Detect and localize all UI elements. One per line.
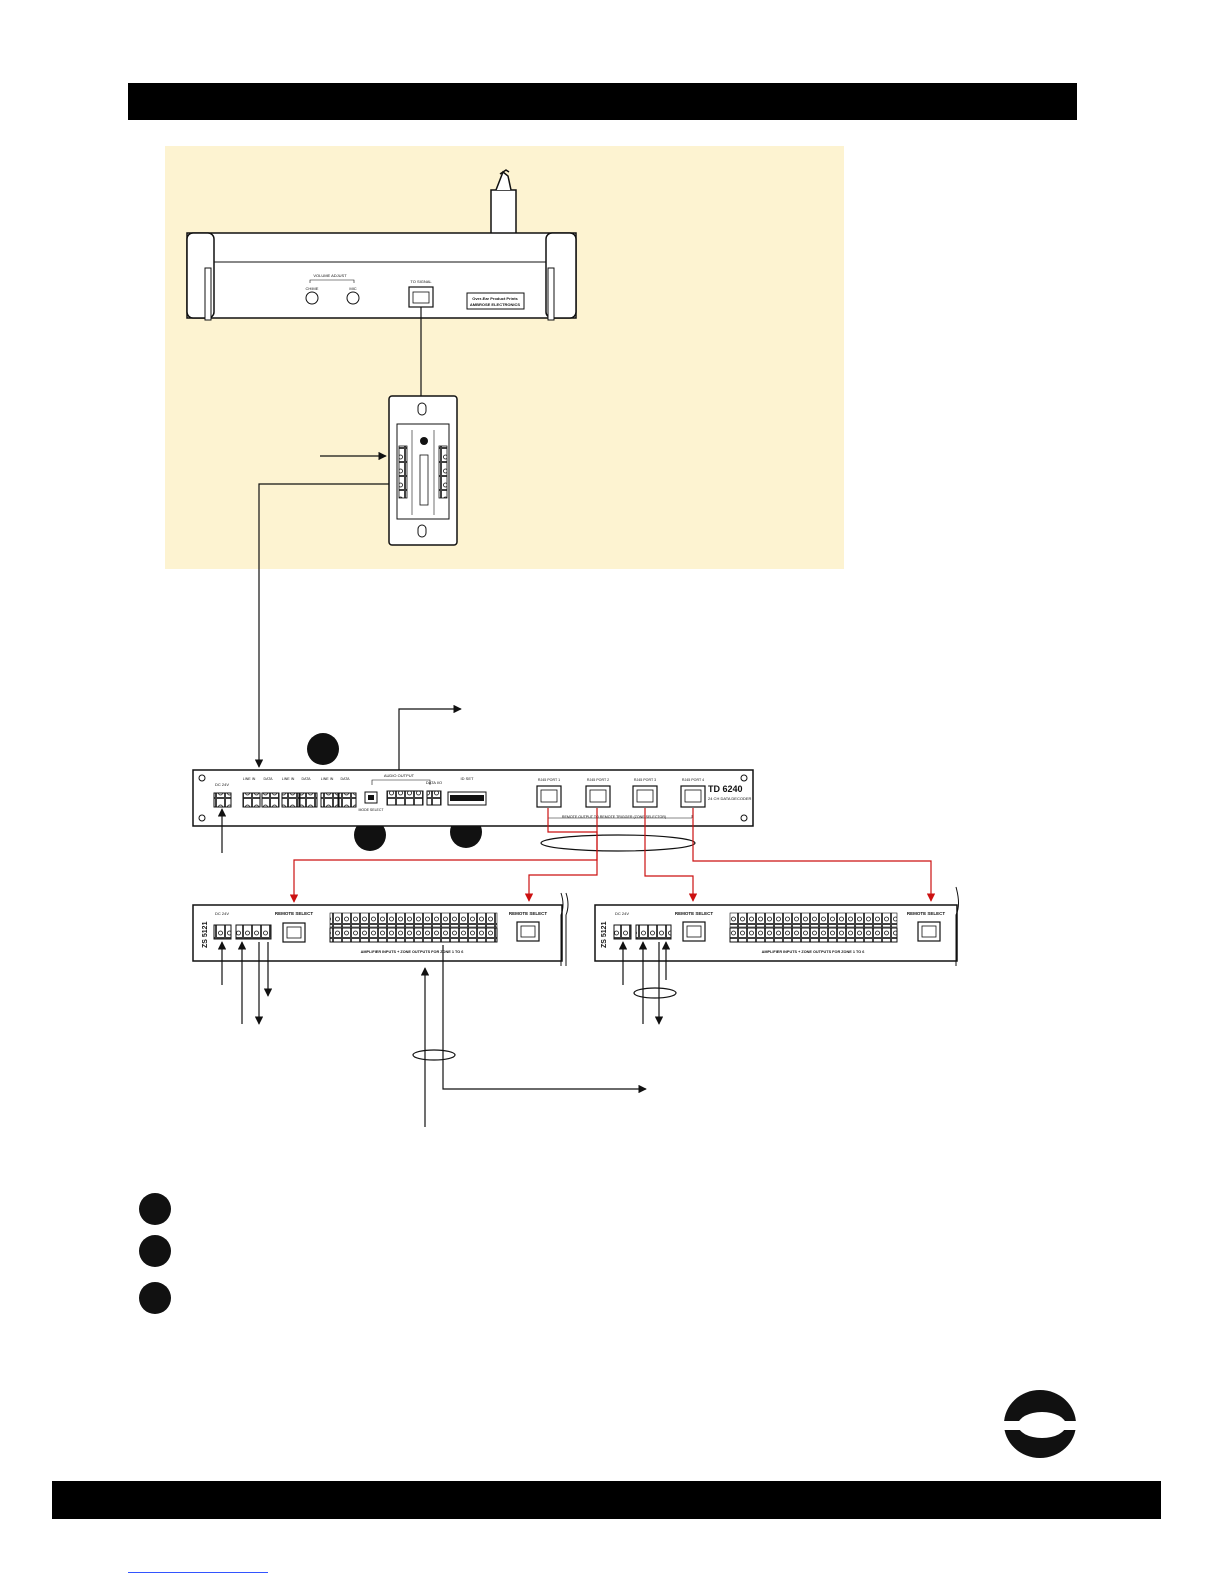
zs2-model: ZS 5121 <box>601 921 608 948</box>
zs1-dc-label: DC 24V <box>215 911 229 916</box>
zs1-wiring <box>217 941 647 1127</box>
wallplate-to-amplifier-cable <box>254 483 389 768</box>
amp-port-label-2: RJ45 PORT 2 <box>587 778 609 782</box>
amp-switch-label: MODE SELECT <box>358 808 384 812</box>
zs2-power-terminal[interactable] <box>613 924 632 940</box>
zs1-power-terminal[interactable] <box>213 924 232 940</box>
zs2-bus-terminal[interactable] <box>635 924 672 940</box>
amp-rj45-socket-1 <box>540 789 558 803</box>
wallplate-pot-icon <box>420 437 428 445</box>
amp-power-terminal[interactable] <box>213 792 232 808</box>
amp-input-label-0: LINE IN <box>243 777 256 781</box>
audio-output-arrow <box>398 704 462 775</box>
remote-select-links <box>289 808 936 903</box>
footer-link-underline <box>128 1572 268 1573</box>
amp-input-label-3: DATA <box>301 777 311 781</box>
zs1-remote-select-right: REMOTE SELECT <box>509 911 548 916</box>
amp-cable-bundle <box>540 834 696 852</box>
mic-volume-knob[interactable] <box>346 291 360 305</box>
zs2-zone-terminals[interactable] <box>729 927 898 943</box>
zs2-remote-select-left: REMOTE SELECT <box>675 911 714 916</box>
legend-circle-1 <box>139 1193 171 1225</box>
amp-dip-label: ID SET <box>461 776 474 781</box>
knob-chime-label: CHIME <box>306 286 319 291</box>
wall-interface-plate <box>388 395 458 546</box>
amp-output-terminal[interactable] <box>386 790 424 806</box>
amp-rj45-socket-3 <box>636 789 654 803</box>
zs2-wiring <box>618 941 677 1025</box>
legend-circle-2 <box>139 1235 171 1267</box>
legend-circle-3 <box>139 1282 171 1314</box>
amp-input-terminal-3[interactable] <box>299 792 318 808</box>
paging-station: VOLUME ADJUST CHIME MIC TO SIGNAL Over-E… <box>186 169 577 321</box>
callout-circle-2 <box>354 819 386 851</box>
amp-model-label: TD 6240 <box>708 784 743 794</box>
amp-input-label-1: DATA <box>263 777 273 781</box>
zs1-zone-terminals[interactable] <box>329 927 498 943</box>
amp-data-terminal[interactable] <box>426 790 442 806</box>
amp-port-label-1: RJ45 PORT 1 <box>538 778 560 782</box>
zs1-bus-terminal[interactable] <box>235 924 272 940</box>
amp-input-terminal-5[interactable] <box>338 792 357 808</box>
amp-input-terminal-2[interactable] <box>281 792 300 808</box>
knob-mic-label: MIC <box>349 286 356 291</box>
volume-adjust-label: VOLUME ADJUST <box>313 273 347 278</box>
zone-selector-1: ZS 5121 DC 24V REMOTE SELECT AMPLIFIER I… <box>192 892 569 966</box>
zs2-footer-label: AMPLIFIER INPUTS + ZONE OUTPUTS FOR ZONE… <box>762 950 865 954</box>
amp-rj45-socket-4 <box>684 789 702 803</box>
amp-port-label-4: RJ45 PORT 4 <box>682 778 704 782</box>
amp-dc-label: DC 24V <box>215 782 229 787</box>
amp-input-label-2: LINE IN <box>282 777 295 781</box>
port-label: TO SIGNAL <box>410 279 432 284</box>
footer-bar <box>52 1481 1161 1519</box>
amp-input-label-5: DATA <box>340 777 350 781</box>
amp-subtitle-label: 24 CH DATA DECODER <box>708 796 752 801</box>
amp-input-label-4: LINE IN <box>321 777 334 781</box>
zs2-remote-select-right: REMOTE SELECT <box>907 911 946 916</box>
zs1-footer-label: AMPLIFIER INPUTS + ZONE OUTPUTS FOR ZONE… <box>361 950 464 954</box>
header-bar <box>128 83 1077 120</box>
amp-input-terminal-1[interactable] <box>261 792 280 808</box>
brand-line2: AMBROSE ELECTRONICS <box>470 302 521 307</box>
zs1-remote-select-left: REMOTE SELECT <box>275 911 314 916</box>
amp-remote-row-label: REMOTE OUTPUT TO REMOTE TRIGGER (ZONE SE… <box>562 815 666 819</box>
brand-line1: Over-Ear Product Prints <box>472 296 518 301</box>
amplifier-unit: DC 24V LINE IN DATA LINE IN DATA LINE IN DATA… <box>192 769 754 827</box>
chime-volume-knob[interactable] <box>305 291 319 305</box>
gooseneck-base <box>490 189 517 235</box>
amp-input-terminal-4[interactable] <box>320 792 339 808</box>
amp-input-terminal-0[interactable] <box>242 792 261 808</box>
brand-logo-icon <box>1003 1390 1078 1458</box>
zs2-dc-label: DC 24V <box>615 911 629 916</box>
amp-port-label-3: RJ45 PORT 3 <box>634 778 656 782</box>
zone-selector-2: ZS 5121 DC 24V REMOTE SELECT AMPLIFIER I… <box>594 886 959 966</box>
amp-audio-output-label: AUDIO OUTPUT <box>384 773 415 778</box>
brand-plate <box>466 292 525 310</box>
amp-data-io-label: DATA I/O <box>426 780 442 785</box>
gooseneck-mic-icon <box>495 170 512 191</box>
callout-circle-1 <box>307 733 339 765</box>
zs1-model: ZS 5121 <box>202 921 209 948</box>
amp-rj45-socket-2 <box>589 789 607 803</box>
